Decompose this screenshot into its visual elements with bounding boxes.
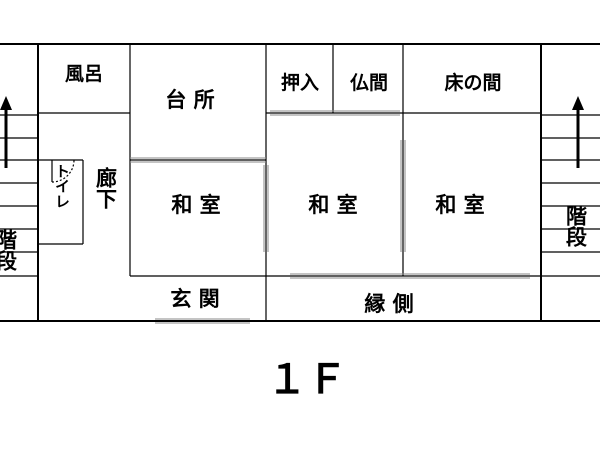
stairs-label-right: 階段 — [564, 205, 589, 248]
room-label-altar-room: 仏間 — [350, 72, 388, 94]
room-label-kitchen: 台 所 — [165, 87, 214, 112]
room-label-hallway: 廊下 — [94, 166, 119, 209]
floor-label: １Ｆ — [267, 356, 347, 403]
room-label-washitsu-right: 和 室 — [435, 192, 484, 217]
arrow-up-icon — [0, 96, 12, 168]
room-label-toilet: トイレ — [53, 164, 71, 209]
room-label-entrance: 玄 関 — [170, 286, 219, 311]
room-label-alcove: 床の間 — [444, 71, 501, 94]
room-label-washitsu-left: 和 室 — [171, 192, 220, 217]
room-label-veranda: 縁 側 — [364, 291, 413, 316]
arrow-up-icon — [572, 96, 584, 168]
toilet-door — [51, 159, 75, 183]
sliding-doors — [130, 110, 530, 324]
stairs-label-left: 階段 — [0, 229, 19, 272]
room-label-bath: 風呂 — [65, 63, 103, 85]
room-label-washitsu-middle: 和 室 — [308, 192, 357, 217]
stairs-right — [541, 114, 600, 277]
room-label-closet: 押入 — [281, 71, 319, 94]
interior-walls — [38, 44, 541, 321]
